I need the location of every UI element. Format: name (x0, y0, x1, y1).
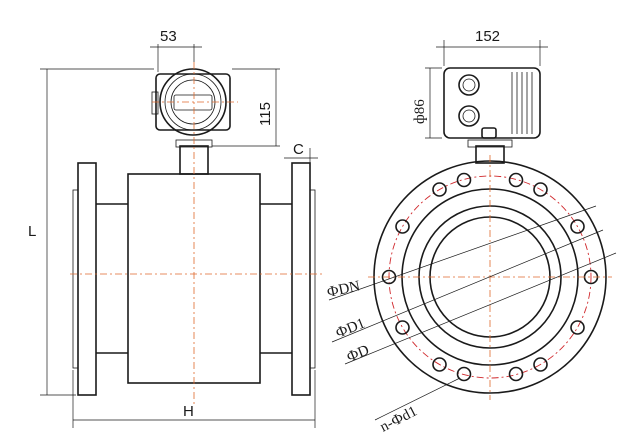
housing-cover-outer (159, 68, 227, 136)
bolt-hole (456, 366, 472, 382)
dim-l-label: L (28, 223, 36, 240)
terminal-plug (481, 127, 497, 139)
bolt-hole (395, 320, 410, 335)
bolt-hole (508, 366, 524, 382)
left-flange (77, 162, 97, 396)
display-window (173, 94, 213, 111)
right-pipe-stub (260, 203, 292, 354)
dim-115-label: 115 (257, 102, 274, 126)
cable-gland-top-outer (458, 74, 480, 96)
leader-dn (328, 205, 597, 301)
housing-tab (151, 91, 159, 115)
label-d1: ФD1 (334, 316, 368, 342)
side-view: 53 115 C L H (28, 28, 322, 428)
cable-gland-bottom-inner (462, 109, 476, 123)
bolt-hole (508, 172, 524, 188)
label-d: ФD (345, 342, 372, 365)
left-pipe-stub (96, 203, 128, 354)
dim-86-label: ф86 (412, 99, 428, 124)
front-neck (475, 145, 505, 164)
leader-d (344, 252, 617, 365)
cable-gland-bottom-outer (458, 105, 480, 127)
dim-152-label: 152 (475, 28, 500, 45)
bolt-holes (381, 172, 599, 382)
bolt-hole (533, 182, 548, 197)
left-flange-face (72, 189, 79, 369)
dim-h-label: H (183, 403, 194, 420)
bolt-hole (570, 320, 585, 335)
right-flange-face (309, 189, 316, 369)
front-view: 152 ф86 ФDN ФD1 ФD n-Фd1 (326, 28, 617, 436)
front-neck-collar (467, 139, 513, 148)
label-dn: ФDN (326, 278, 362, 301)
bolt-hole (570, 219, 585, 234)
dim-c-label: C (293, 141, 304, 158)
bolt-hole (432, 182, 447, 197)
bolt-hole (395, 219, 410, 234)
bolt-hole (432, 357, 447, 372)
dim-53-label: 53 (160, 28, 177, 45)
leader-d1 (331, 229, 604, 343)
bolt-hole (533, 357, 548, 372)
bolt-hole (456, 172, 472, 188)
housing-cover-mid (164, 73, 222, 131)
cable-gland-top-inner (462, 78, 476, 92)
leader-holes (374, 377, 461, 421)
bolt-hole (381, 269, 397, 285)
right-flange (291, 162, 311, 396)
